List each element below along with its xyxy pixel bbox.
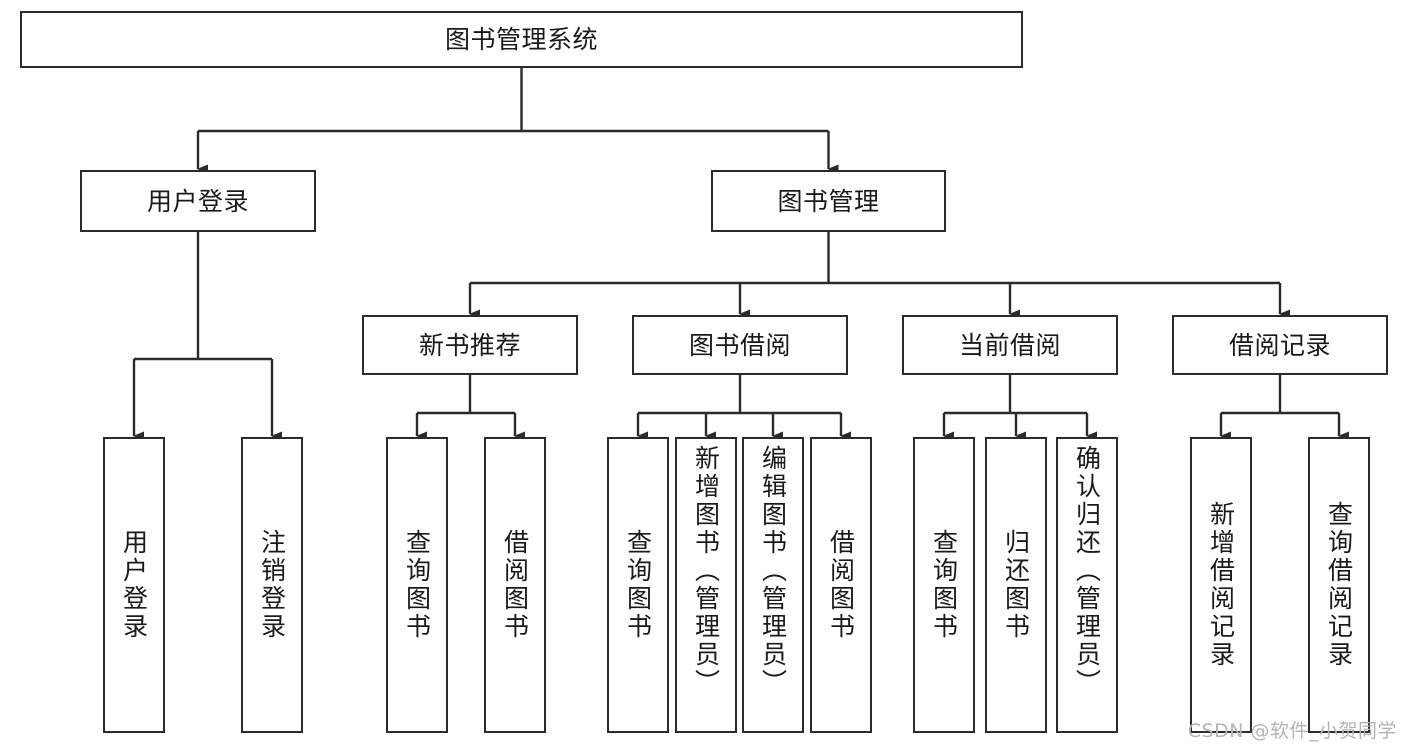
node-leaf-borrow-1[interactable]: 查询图书 (607, 437, 669, 733)
node-leaf-rec-2[interactable]: 查询借阅记录 (1308, 437, 1370, 733)
node-leaf-borrow-3[interactable]: 编辑图书（管理员） (742, 437, 804, 733)
node-label-root: 图书管理系统 (444, 25, 598, 54)
node-records[interactable]: 借阅记录 (1172, 315, 1388, 375)
node-label-leaf-borrow-2: 新增图书（管理员） (691, 445, 721, 697)
node-leaf-new-2[interactable]: 借阅图书 (484, 437, 546, 733)
node-leaf-cur-1[interactable]: 查询图书 (913, 437, 975, 733)
node-borrow[interactable]: 图书借阅 (632, 315, 848, 375)
node-label-records: 借阅记录 (1228, 330, 1331, 360)
node-label-borrow: 图书借阅 (688, 330, 791, 360)
node-label-login: 用户登录 (146, 186, 249, 216)
node-label-leaf-cur-1: 查询图书 (929, 529, 959, 641)
node-label-leaf-login-1: 用户登录 (119, 529, 149, 641)
node-label-leaf-new-2: 借阅图书 (500, 529, 530, 641)
node-label-leaf-cur-3: 确认归还（管理员） (1072, 445, 1102, 697)
node-label-leaf-new-1: 查询图书 (402, 529, 432, 641)
node-leaf-cur-3[interactable]: 确认归还（管理员） (1056, 437, 1118, 733)
watermark-text: CSDN @软件_小贺同学 (1187, 720, 1397, 742)
node-label-leaf-rec-1: 新增借阅记录 (1206, 501, 1236, 669)
node-leaf-borrow-2[interactable]: 新增图书（管理员） (675, 437, 737, 733)
node-login[interactable]: 用户登录 (80, 170, 316, 232)
node-label-bookmgmt: 图书管理 (777, 186, 880, 216)
node-leaf-login-2[interactable]: 注销登录 (241, 437, 303, 733)
node-label-leaf-rec-2: 查询借阅记录 (1324, 501, 1354, 669)
node-label-leaf-borrow-3: 编辑图书（管理员） (758, 445, 788, 697)
node-label-newbook: 新书推荐 (418, 330, 521, 360)
node-root[interactable]: 图书管理系统 (20, 11, 1023, 68)
node-current[interactable]: 当前借阅 (902, 315, 1118, 375)
node-newbook[interactable]: 新书推荐 (362, 315, 578, 375)
node-leaf-cur-2[interactable]: 归还图书 (985, 437, 1047, 733)
node-label-leaf-borrow-4: 借阅图书 (826, 529, 856, 641)
node-bookmgmt[interactable]: 图书管理 (711, 170, 946, 232)
node-label-leaf-login-2: 注销登录 (257, 529, 287, 641)
node-leaf-rec-1[interactable]: 新增借阅记录 (1190, 437, 1252, 733)
node-label-leaf-borrow-1: 查询图书 (623, 529, 653, 641)
node-label-leaf-cur-2: 归还图书 (1001, 529, 1031, 641)
node-label-current: 当前借阅 (958, 330, 1061, 360)
node-leaf-new-1[interactable]: 查询图书 (386, 437, 448, 733)
node-leaf-login-1[interactable]: 用户登录 (103, 437, 165, 733)
node-leaf-borrow-4[interactable]: 借阅图书 (810, 437, 872, 733)
